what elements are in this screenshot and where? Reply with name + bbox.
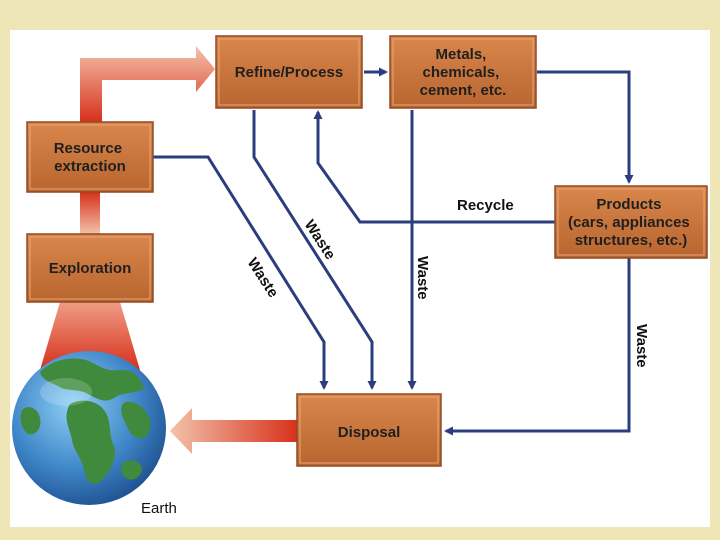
box-disposal-label: Disposal (338, 424, 401, 441)
box-metals-chemicals: Metals, chemicals, cement, etc. (389, 35, 537, 109)
red-cone-earth-to-exploration (40, 302, 140, 370)
flow-products-waste (444, 258, 631, 436)
recycle-label: Recycle (457, 197, 514, 214)
box-resource-label: Resource extraction (54, 140, 127, 175)
flow-refine-waste (252, 110, 377, 390)
earth-land-east (121, 401, 151, 439)
flow-metals-to-products (537, 70, 634, 184)
box-exploration-label: Exploration (49, 260, 132, 277)
box-refine-line-1: Refine/Process (235, 64, 343, 81)
box-disposal: Disposal (296, 393, 442, 467)
box-resource-extraction: Resource extraction (26, 121, 154, 193)
box-refine-label: Refine/Process (235, 64, 343, 81)
flow-extraction-waste (153, 155, 329, 390)
box-exploration-line-1: Exploration (49, 260, 132, 277)
waste-label-products: Waste (633, 324, 650, 368)
box-metals-line-2: chemicals, (423, 64, 500, 81)
earth-land-north (40, 358, 144, 401)
red-flow-arrows (40, 46, 298, 454)
box-resource-line-1: Resource (54, 140, 122, 157)
box-metals-line-1: Metals, (435, 46, 486, 63)
earth-land-south (121, 460, 142, 480)
flow-recycle (313, 110, 555, 224)
earth-label: Earth (141, 500, 177, 517)
box-refine-process: Refine/Process (215, 35, 363, 109)
earth-land-africa (66, 400, 116, 485)
box-disposal-line-1: Disposal (338, 424, 401, 441)
box-products-line-2: (cars, appliances (568, 214, 690, 231)
box-products-label: Products (cars, appliances structures, e… (568, 196, 694, 249)
box-resource-line-2: extraction (54, 158, 126, 175)
box-products-line-1: Products (596, 196, 661, 213)
blue-flow-lines (153, 67, 634, 436)
process-boxes: Refine/Process Metals, chemicals, cement… (26, 35, 708, 467)
waste-label-extraction: Waste (244, 255, 282, 301)
red-arrow-extraction-to-refine (80, 46, 215, 122)
box-products: Products (cars, appliances structures, e… (554, 185, 708, 259)
waste-label-metals: Waste (414, 256, 431, 300)
earth-globe-icon (12, 351, 166, 505)
box-products-line-3: structures, etc.) (575, 232, 688, 249)
box-exploration: Exploration (26, 233, 154, 303)
box-metals-label: Metals, chemicals, cement, etc. (420, 46, 507, 99)
red-arrow-disposal-to-earth (170, 408, 298, 454)
earth-land-west (20, 407, 41, 435)
box-metals-line-3: cement, etc. (420, 82, 507, 99)
red-arrow-exploration-to-extraction (80, 192, 100, 234)
